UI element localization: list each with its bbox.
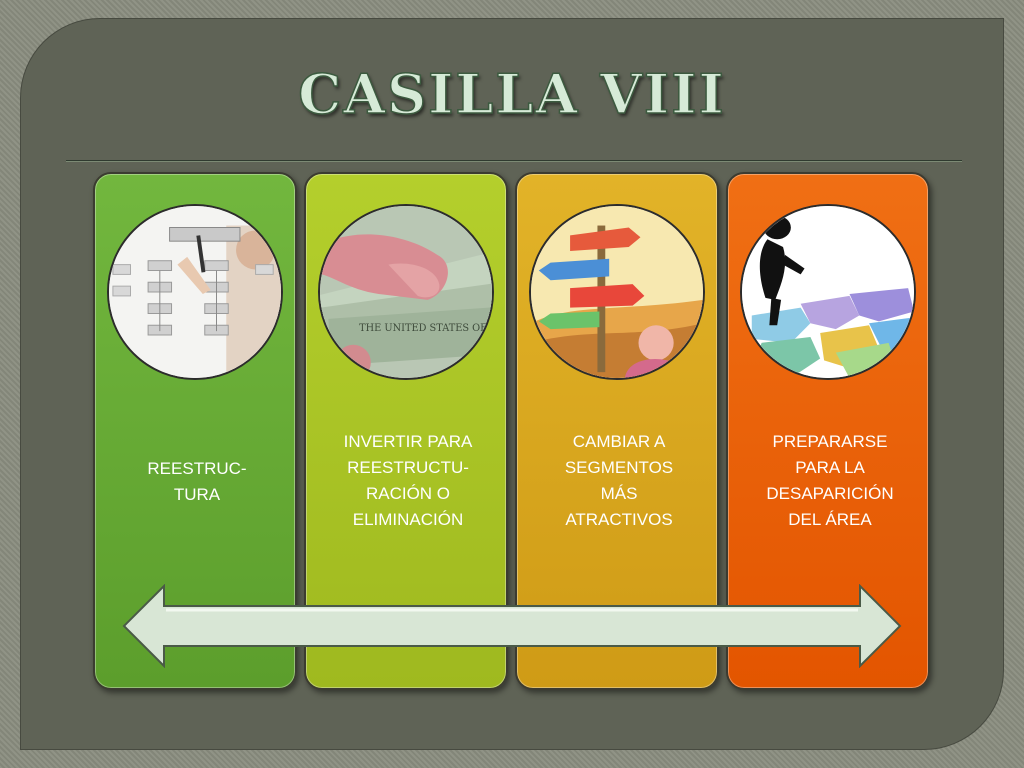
svg-text:THE UNITED STATES OF AMERICA: THE UNITED STATES OF AMERICA: [359, 323, 492, 334]
card-label: PREPARARSE PARA LA DESAPARICIÓN DEL ÁREA: [766, 432, 894, 529]
title-divider: [66, 160, 962, 162]
card-reestructura: REESTRUC- TURA: [93, 172, 297, 690]
card-cambiar: CAMBIAR A SEGMENTOS MÁS ATRACTIVOS: [515, 172, 719, 690]
signpost-image: [529, 204, 705, 380]
card-label: INVERTIR PARA REESTRUCTU- RACIÓN O ELIMI…: [343, 432, 473, 529]
org-chart-image: [107, 204, 283, 380]
money-image: THE UNITED STATES OF AMERICA: [318, 204, 494, 380]
card-invertir: THE UNITED STATES OF AMERICA INVERTIR PA…: [304, 172, 508, 690]
card-label: REESTRUC- TURA: [147, 459, 247, 504]
slide-title: CASILLA VIII: [298, 61, 726, 127]
double-headed-arrow-icon: [122, 584, 902, 668]
puzzle-image: [740, 204, 916, 380]
card-prepararse: PREPARARSE PARA LA DESAPARICIÓN DEL ÁREA: [726, 172, 930, 690]
card-label: CAMBIAR A SEGMENTOS MÁS ATRACTIVOS: [564, 432, 674, 529]
